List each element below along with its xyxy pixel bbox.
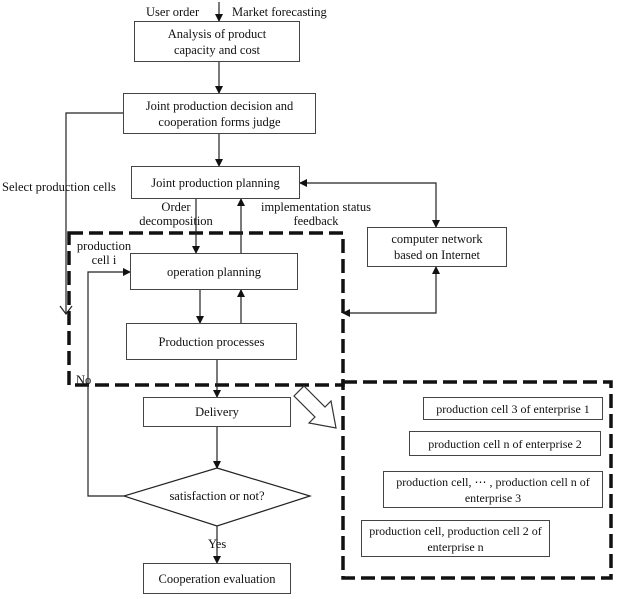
joint-planning-box: Joint production planning [131,166,300,199]
yes-label: Yes [208,537,227,551]
transfer-arrow [293,385,337,429]
user-order-label: User order [146,5,200,19]
market-forecasting-label: Market forecasting [232,5,327,19]
satisfaction-decision: satisfaction or not? [169,488,265,503]
cooperation-evaluation-box: Cooperation evaluation [143,563,291,594]
enterprise-cell-box: production cell 3 of enterprise 1 [423,397,603,420]
implementation-feedback-label: implementation status feedback [260,200,372,228]
enterprise-cell-box: production cell, ⋯ , production cell n o… [383,471,603,508]
enterprise-cell-box: production cell, production cell 2 of en… [361,520,550,557]
enterprise-cell-box: production cell n of enterprise 2 [409,431,601,456]
computer-network-box: computer network based on Internet [367,227,507,267]
delivery-box: Delivery [143,397,291,427]
enterprise-cells-region [341,380,613,580]
joint-decision-box: Joint production decision and cooperatio… [123,93,316,134]
operation-planning-box: operation planning [130,253,298,290]
order-decomposition-label: Order decomposition [139,200,213,228]
analysis-box: Analysis of product capacity and cost [134,21,300,62]
select-cells-label: Select production cells [2,180,116,194]
production-processes-box: Production processes [126,323,297,360]
no-label: No [76,373,92,387]
production-cell-i-label: production cell i [76,239,132,267]
decision-diamond [121,467,313,527]
